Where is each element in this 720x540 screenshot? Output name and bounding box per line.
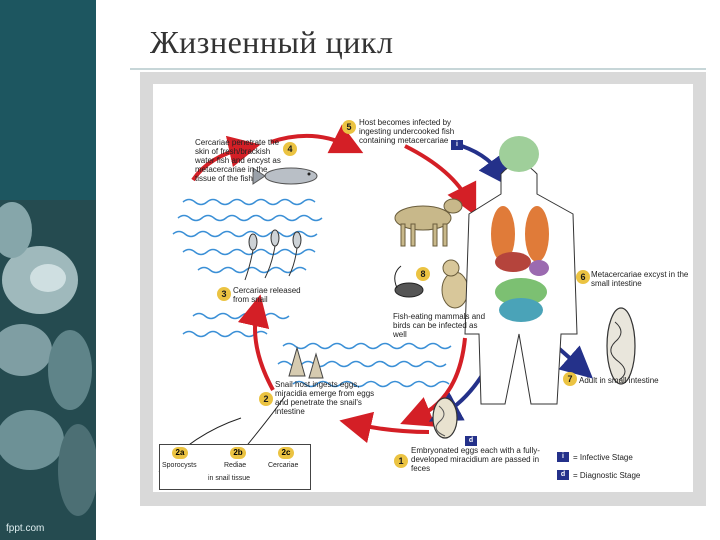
snail-stage-label-sporocysts: Sporocysts xyxy=(162,462,197,469)
infective-stage-marker: i xyxy=(451,140,463,150)
dog-illustration xyxy=(394,198,463,247)
step-label-2: Snail host ingests eggs, miracidia emerg… xyxy=(275,380,375,416)
snail-stage-caption: in snail tissue xyxy=(208,475,251,482)
snail-stage-label-cercariae: Cercariae xyxy=(268,462,299,469)
snail-stage-number-2b: 2b xyxy=(230,447,246,459)
bacteria-micrograph-image xyxy=(0,200,96,540)
step-label-6: Metacercariae excyst in the small intest… xyxy=(591,270,689,288)
step-label-7: Adult in small intestine xyxy=(579,376,659,385)
step-number-5: 5 xyxy=(342,120,356,134)
footer-brand: fppt.com xyxy=(6,523,45,534)
bird-illustration xyxy=(394,265,424,298)
step-number-2: 2 xyxy=(259,392,273,406)
life-cycle-diagram: 5 4 3 8 6 7 2 1 Host becomes infected by… xyxy=(153,84,693,492)
snail-illustration xyxy=(288,346,324,379)
step-number-1: 1 xyxy=(394,454,408,468)
stage-arrows xyxy=(191,124,477,444)
water-waves xyxy=(172,198,452,388)
cat-illustration xyxy=(441,259,469,309)
legend-infective-mark: i xyxy=(557,452,569,462)
diagnostic-stage-marker: d xyxy=(465,436,477,446)
strip-top-band xyxy=(0,0,96,200)
step-label-8: Fish-eating mammals and birds can be inf… xyxy=(393,312,486,339)
fish-illustration xyxy=(252,167,318,185)
snail-stages-box: 2a 2b 2c Sporocysts Rediae Cercariae in … xyxy=(159,444,311,490)
step-label-4: Cercariae penetrate the skin of fresh/br… xyxy=(195,138,281,183)
human-body-illustration xyxy=(464,136,578,405)
step-number-4: 4 xyxy=(283,142,297,156)
adult-fluke-illustration xyxy=(606,307,636,385)
embryonated-egg-illustration xyxy=(432,397,458,439)
legend-infective-label: = Infective Stage xyxy=(573,453,633,462)
legend-diagnostic-label: = Diagnostic Stage xyxy=(573,471,641,480)
title-divider xyxy=(130,68,706,70)
step-number-7: 7 xyxy=(563,372,577,386)
left-decorative-strip: fppt.com xyxy=(0,0,96,540)
step-label-1: Embryonated eggs each with a fully-devel… xyxy=(411,446,540,473)
step-number-6: 6 xyxy=(576,270,590,284)
snail-stage-number-2a: 2a xyxy=(172,447,188,459)
step-number-8: 8 xyxy=(416,267,430,281)
step-number-3: 3 xyxy=(217,287,231,301)
legend-diagnostic-mark: d xyxy=(557,470,569,480)
step-label-5: Host becomes infected by ingesting under… xyxy=(359,118,455,145)
life-cycle-artwork xyxy=(158,124,636,475)
slide-title: Жизненный цикл xyxy=(150,24,394,60)
step-label-3: Cercariae released from snail xyxy=(233,286,301,304)
snail-stage-number-2c: 2c xyxy=(278,447,294,459)
cercariae-illustration xyxy=(244,229,302,281)
snail-stage-label-rediae: Rediae xyxy=(224,462,247,469)
